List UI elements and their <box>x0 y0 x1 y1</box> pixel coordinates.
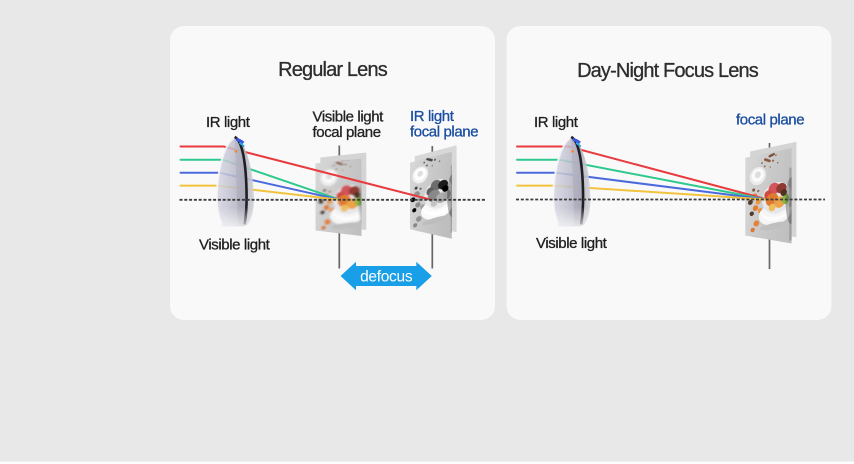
svg-text:focal plane: focal plane <box>410 124 478 141</box>
svg-text:Day-Night Focus Lens: Day-Night Focus Lens <box>577 60 759 82</box>
svg-text:focal plane: focal plane <box>313 124 381 141</box>
svg-text:IR light: IR light <box>206 114 251 131</box>
svg-text:defocus: defocus <box>360 269 413 286</box>
svg-text:IR light: IR light <box>534 114 579 131</box>
svg-text:Visible light: Visible light <box>199 236 271 253</box>
svg-text:Regular Lens: Regular Lens <box>278 59 388 81</box>
svg-text:Visible light: Visible light <box>536 235 608 252</box>
svg-text:Visible light: Visible light <box>313 109 385 126</box>
svg-text:IR light: IR light <box>410 108 455 125</box>
svg-text:focal plane: focal plane <box>736 112 804 129</box>
